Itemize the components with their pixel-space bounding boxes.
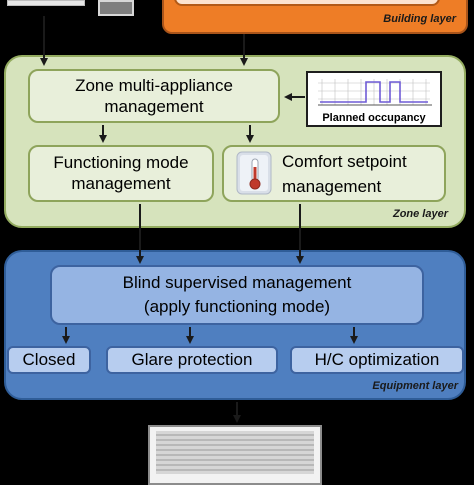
zone-multi-line-2: management [104,97,204,116]
planned-occupancy-label: Planned occupancy [322,112,426,124]
comfort-line-2: management [282,177,382,196]
blind-management-box: Blind supervised management (apply funct… [50,265,424,325]
flow-arrows [40,16,358,423]
planned-occupancy-panel [306,71,442,127]
top-image-left [7,0,85,6]
zone-multi-line-1: Zone multi-appliance [75,76,233,95]
func-mode-line-2: management [71,174,171,193]
zone-layer-label: Zone layer [392,208,448,220]
occupancy-chart [318,79,432,106]
building-layer-label: Building layer [383,13,456,25]
comfort-line-1: Comfort setpoint [282,152,407,171]
top-image-right [98,0,134,16]
equipment-layer-label: Equipment layer [372,380,458,392]
shutter-slats [156,431,314,474]
thermometer-icon [236,151,272,195]
mode-hc-optimization-box: H/C optimization [290,346,464,374]
mode-glare-protection-box: Glare protection [106,346,278,374]
zone-multi-appliance-box: Zone multi-appliance management [28,69,280,123]
mode-closed-box: Closed [7,346,91,374]
occupancy-grid [318,79,430,105]
occupancy-signal [320,81,428,103]
comfort-setpoint-text: Comfort setpoint management [282,149,442,199]
blind-line-1: Blind supervised management [122,273,352,292]
func-mode-line-1: Functioning mode [53,153,189,172]
blind-line-2: (apply functioning mode) [143,297,331,316]
functioning-mode-box: Functioning mode management [28,145,214,202]
